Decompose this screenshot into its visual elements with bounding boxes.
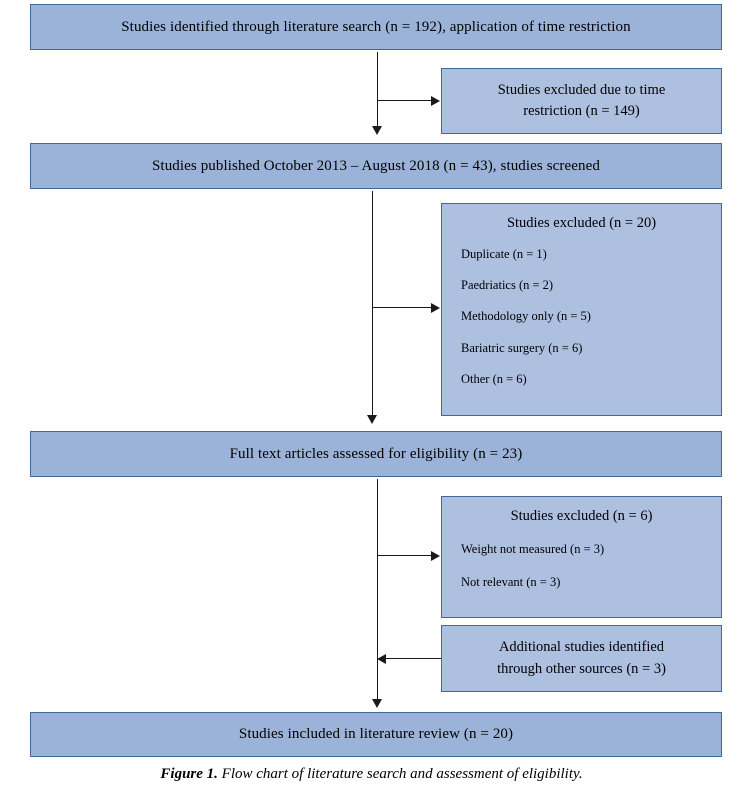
node-studies-excluded-screening-title: Studies excluded (n = 20)	[506, 215, 657, 231]
node-studies-identified: Studies identified through literature se…	[30, 4, 722, 50]
arrowhead-published-to-fulltext	[367, 415, 377, 424]
node-studies-included-label: Studies included in literature review (n…	[238, 726, 514, 743]
node-studies-excluded-screening: Studies excluded (n = 20) Duplicate (n =…	[441, 203, 722, 416]
node-fulltext-assessed: Full text articles assessed for eligibil…	[30, 431, 722, 477]
connector-fulltext-to-included	[377, 479, 378, 703]
node-fulltext-assessed-label: Full text articles assessed for eligibil…	[229, 445, 523, 462]
exclusion-reason-paedriatics: Paedriatics (n = 2)	[461, 278, 554, 293]
exclusion-reason-not-relevant: Not relevant (n = 3)	[461, 575, 561, 590]
connector-fulltext-to-excluded-fulltext	[377, 555, 435, 556]
node-studies-excluded-time-line-2: restriction (n = 149)	[523, 103, 640, 119]
figure-caption-label: Figure 1.	[160, 766, 218, 782]
connector-identified-to-published	[377, 52, 378, 130]
node-studies-identified-label: Studies identified through literature se…	[121, 18, 631, 35]
figure-caption: Figure 1. Flow chart of literature searc…	[0, 766, 743, 783]
exclusion-reason-bariatric-surgery: Bariatric surgery (n = 6)	[461, 340, 583, 355]
connector-identified-to-excluded-time	[377, 100, 435, 101]
node-additional-studies: Additional studies identified through ot…	[441, 625, 722, 692]
exclusion-reason-other: Other (n = 6)	[461, 371, 527, 386]
arrowhead-additional-to-included	[377, 654, 386, 664]
node-studies-published: Studies published October 2013 – August …	[30, 143, 722, 189]
connector-published-to-excluded-screening	[372, 307, 435, 308]
node-studies-published-label: Studies published October 2013 – August …	[151, 157, 600, 174]
connector-additional-to-included	[385, 658, 441, 659]
arrowhead-fulltext-to-excluded-fulltext	[431, 551, 440, 561]
node-additional-studies-line-1: Additional studies identified	[498, 639, 665, 656]
exclusion-reason-weight-not-measured: Weight not measured (n = 3)	[461, 541, 605, 556]
exclusion-reason-duplicate: Duplicate (n = 1)	[461, 246, 547, 261]
node-studies-excluded-time: Studies excluded due to time restriction…	[441, 68, 722, 134]
node-studies-excluded-fulltext-title: Studies excluded (n = 6)	[510, 508, 653, 524]
arrowhead-identified-to-excluded-time	[431, 96, 440, 106]
arrowhead-identified-to-published	[372, 126, 382, 135]
connector-published-to-fulltext	[372, 191, 373, 419]
node-studies-excluded-time-line-1: Studies excluded due to time	[497, 81, 666, 98]
exclusion-reason-methodology-only: Methodology only (n = 5)	[461, 309, 591, 324]
arrowhead-published-to-excluded-screening	[431, 303, 440, 313]
node-studies-excluded-fulltext: Studies excluded (n = 6) Weight not meas…	[441, 496, 722, 618]
node-studies-included: Studies included in literature review (n…	[30, 712, 722, 757]
figure-caption-text: Flow chart of literature search and asse…	[221, 766, 583, 782]
arrowhead-fulltext-to-included	[372, 699, 382, 708]
node-additional-studies-line-2: through other sources (n = 3)	[497, 660, 666, 677]
